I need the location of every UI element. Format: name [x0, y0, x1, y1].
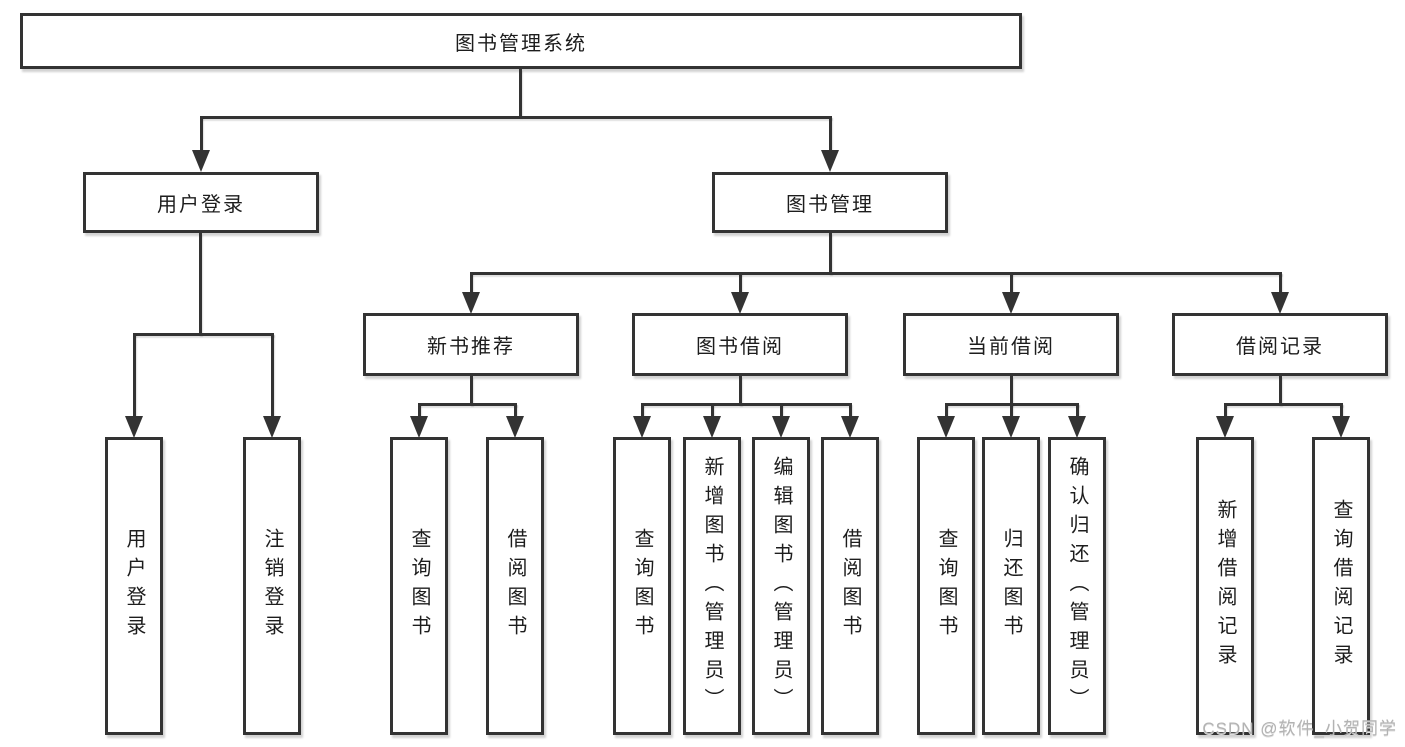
connector-line: [271, 333, 274, 418]
connector-line: [849, 403, 852, 418]
connector-line: [133, 333, 274, 336]
leaf-return-book: 归还图书: [982, 437, 1040, 735]
node-new-book-recommend: 新书推荐: [363, 313, 579, 376]
arrow-down-icon: [821, 150, 839, 172]
connector-line: [470, 272, 473, 296]
arrow-down-icon: [1271, 292, 1289, 314]
leaf-borrow-books-1: 借阅图书: [486, 437, 544, 735]
arrow-down-icon: [1068, 416, 1086, 438]
connector-line: [514, 403, 517, 418]
connector-line: [519, 69, 522, 117]
connector-line: [418, 403, 517, 406]
node-user-login: 用户登录: [83, 172, 319, 233]
arrow-down-icon: [125, 416, 143, 438]
connector-line: [1224, 403, 1227, 418]
leaf-add-borrow-record: 新增借阅记录: [1196, 437, 1254, 735]
leaf-query-borrow-record: 查询借阅记录: [1312, 437, 1370, 735]
node-current-borrowing: 当前借阅: [903, 313, 1119, 376]
arrow-down-icon: [462, 292, 480, 314]
connector-line: [418, 403, 421, 418]
connector-line: [711, 403, 714, 418]
connector-line: [1010, 272, 1013, 296]
connector-line: [200, 116, 203, 152]
leaf-borrow-books-2: 借阅图书: [821, 437, 879, 735]
connector-line: [133, 333, 136, 418]
connector-line: [739, 376, 742, 405]
arrow-down-icon: [731, 292, 749, 314]
connector-line: [945, 403, 948, 418]
connector-line: [1279, 272, 1282, 296]
leaf-logout: 注销登录: [243, 437, 301, 735]
arrow-down-icon: [772, 416, 790, 438]
connector-line: [641, 403, 644, 418]
connector-line: [1224, 403, 1343, 406]
arrow-down-icon: [192, 150, 210, 172]
node-borrowing-records: 借阅记录: [1172, 313, 1388, 376]
connector-line: [829, 233, 832, 274]
connector-line: [1010, 376, 1013, 405]
connector-line: [829, 116, 832, 152]
leaf-add-book-admin: 新增图书（管理员）: [683, 437, 741, 735]
leaf-confirm-return-admin: 确认归还（管理员）: [1048, 437, 1106, 735]
arrow-down-icon: [633, 416, 651, 438]
connector-line: [1076, 403, 1079, 418]
connector-line: [739, 272, 742, 296]
arrow-down-icon: [937, 416, 955, 438]
leaf-edit-book-admin: 编辑图书（管理员）: [752, 437, 810, 735]
node-book-management: 图书管理: [712, 172, 948, 233]
arrow-down-icon: [1332, 416, 1350, 438]
node-book-borrowing: 图书借阅: [632, 313, 848, 376]
arrow-down-icon: [506, 416, 524, 438]
leaf-query-books-2: 查询图书: [613, 437, 671, 735]
arrow-down-icon: [1002, 416, 1020, 438]
leaf-user-login: 用户登录: [105, 437, 163, 735]
csdn-watermark: CSDN @软件_小贺同学: [1202, 719, 1397, 738]
arrow-down-icon: [410, 416, 428, 438]
leaf-query-books-3: 查询图书: [917, 437, 975, 735]
node-root: 图书管理系统: [20, 13, 1022, 69]
arrow-down-icon: [1002, 292, 1020, 314]
connector-line: [780, 403, 783, 418]
connector-line: [1340, 403, 1343, 418]
arrow-down-icon: [841, 416, 859, 438]
connector-line: [470, 376, 473, 405]
arrow-down-icon: [263, 416, 281, 438]
leaf-query-books-1: 查询图书: [390, 437, 448, 735]
connector-line: [1010, 403, 1013, 418]
connector-line: [641, 403, 851, 406]
connector-line: [199, 233, 202, 335]
connector-line: [470, 272, 1282, 275]
connector-line: [1279, 376, 1282, 405]
connector-line: [200, 116, 832, 119]
arrow-down-icon: [703, 416, 721, 438]
arrow-down-icon: [1216, 416, 1234, 438]
